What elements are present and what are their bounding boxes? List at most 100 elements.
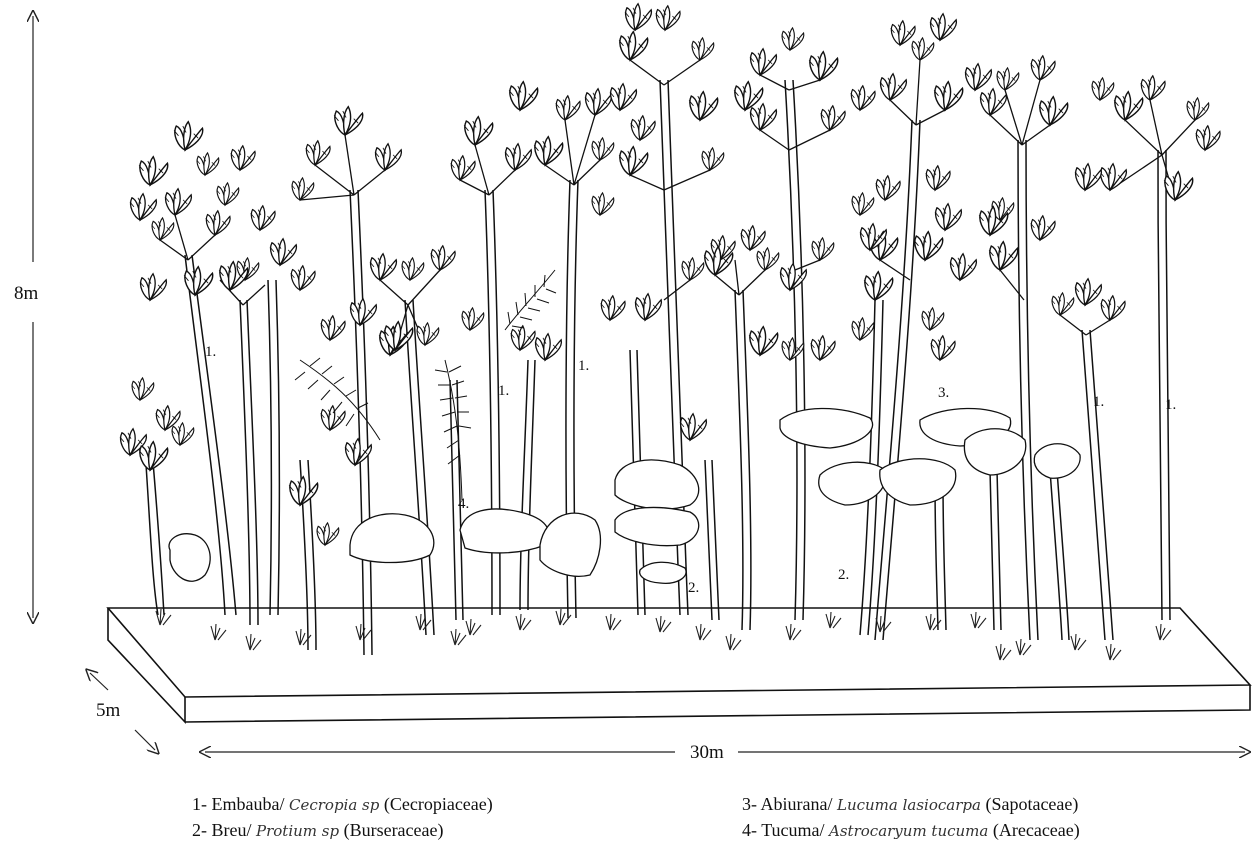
leaf-tuft — [782, 28, 804, 50]
grass-tuft — [696, 624, 711, 640]
grass-tuft — [466, 619, 481, 635]
legend-item-3: 3- Abiurana/ Lucuma lasiocarpa (Sapotace… — [742, 793, 1078, 816]
leaf-tuft — [1052, 293, 1074, 315]
marker-2a: 2. — [688, 580, 699, 597]
length-label: 30m — [690, 742, 724, 764]
leaf-tuft — [231, 146, 255, 170]
leaf-tuft — [689, 92, 718, 120]
leaf-tuft — [812, 238, 834, 260]
leaf-tuft — [556, 96, 580, 120]
leaf-tuft — [317, 523, 339, 545]
leaf-tuft — [619, 147, 648, 175]
leaf-tuft — [270, 239, 297, 265]
marker-1e: 1. — [1165, 397, 1176, 414]
legend-item-1: 1- Embauba/ Cecropia sp (Cecropiaceae) — [192, 793, 493, 816]
leaf-tuft — [656, 6, 680, 30]
leaf-tuft — [174, 122, 203, 150]
leaf-tuft — [989, 242, 1018, 270]
leaf-tuft — [165, 189, 192, 215]
leaf-tuft — [291, 266, 315, 290]
leaf-tuft — [130, 194, 157, 220]
leaf-tuft — [852, 318, 874, 340]
leaf-tuft — [965, 64, 992, 90]
leaf-tuft — [891, 21, 915, 45]
grass-tuft — [1016, 639, 1031, 655]
leaf-tuft — [152, 218, 174, 240]
leaf-tuft — [219, 262, 248, 290]
leaf-tuft — [922, 308, 944, 330]
leaf-tuft — [184, 267, 213, 295]
leaf-tuft — [914, 232, 943, 260]
leaf-tuft — [692, 38, 714, 60]
leaf-tuft — [451, 156, 475, 180]
marker-2b: 2. — [838, 567, 849, 584]
leaf-tuft — [592, 193, 614, 215]
leaf-tuft — [852, 193, 874, 215]
leaf-tuft — [876, 176, 900, 200]
leaf-tuft — [619, 32, 648, 60]
leaf-tuft — [930, 14, 957, 40]
palm-fronds — [295, 270, 556, 500]
grass-tuft — [786, 624, 801, 640]
leaf-tuft — [217, 183, 239, 205]
leaf-tuft — [431, 246, 455, 270]
leaf-tuft — [139, 157, 168, 185]
leaf-tuft — [1075, 164, 1102, 190]
leaf-tuft — [811, 336, 835, 360]
leaf-tuft — [251, 206, 275, 230]
leaf-tuft — [334, 107, 363, 135]
leaf-tuft — [610, 84, 637, 110]
leaf-tuft — [757, 248, 779, 270]
grass-tuft — [971, 612, 986, 628]
leaf-tuft — [511, 326, 535, 350]
leaf-tuft — [462, 308, 484, 330]
marker-1c: 1. — [578, 358, 589, 375]
marker-1a: 1. — [205, 344, 216, 361]
leaf-tuft — [912, 38, 934, 60]
leaf-tuft — [682, 258, 704, 280]
grass-tuft — [826, 612, 841, 628]
leaf-tuft — [702, 148, 724, 170]
leaf-tuft — [980, 89, 1007, 115]
leaf-tuft — [306, 141, 330, 165]
grass-tuft — [556, 609, 571, 625]
leaf-tuft — [375, 144, 402, 170]
height-label: 8m — [14, 283, 38, 305]
grass-tuft — [996, 644, 1011, 660]
grass-tuft — [516, 614, 531, 630]
leaf-tuft — [505, 144, 532, 170]
legend-item-4: 4- Tucuma/ Astrocaryum tucuma (Arecaceae… — [742, 819, 1080, 842]
leaf-tuft — [750, 104, 777, 130]
leaf-tuft — [1100, 164, 1127, 190]
grass-tuft — [1106, 644, 1121, 660]
grass-tuft — [296, 629, 311, 645]
leaf-tuft — [741, 226, 765, 250]
grass-tuft — [656, 616, 671, 632]
leaf-tuft — [851, 86, 875, 110]
leaf-tuft — [864, 272, 893, 300]
leaf-tuft — [292, 178, 314, 200]
grass-tuft — [246, 634, 261, 650]
leaf-tuft — [1141, 76, 1165, 100]
leaf-tuft — [1114, 92, 1143, 120]
leaf-tuft — [197, 153, 219, 175]
leaf-tuft — [950, 254, 977, 280]
leaf-tuft — [997, 68, 1019, 90]
marker-3: 3. — [938, 385, 949, 402]
leaf-tuft — [321, 406, 345, 430]
leaf-tuft — [370, 254, 397, 280]
leaf-tuft — [464, 117, 493, 145]
legend-item-2: 2- Breu/ Protium sp (Burseraceae) — [192, 819, 444, 842]
leaf-tuft — [782, 338, 804, 360]
leaf-tuft — [631, 116, 655, 140]
leaf-tuft — [402, 258, 424, 280]
leaf-tuft — [1092, 78, 1114, 100]
leaf-tuft — [417, 323, 439, 345]
leaf-tuft — [601, 296, 625, 320]
leaf-tuft — [206, 211, 230, 235]
leaf-tuft — [880, 74, 907, 100]
leaf-tuft — [734, 82, 763, 110]
grass-tuft — [451, 629, 466, 645]
leaf-tuft — [140, 274, 167, 300]
